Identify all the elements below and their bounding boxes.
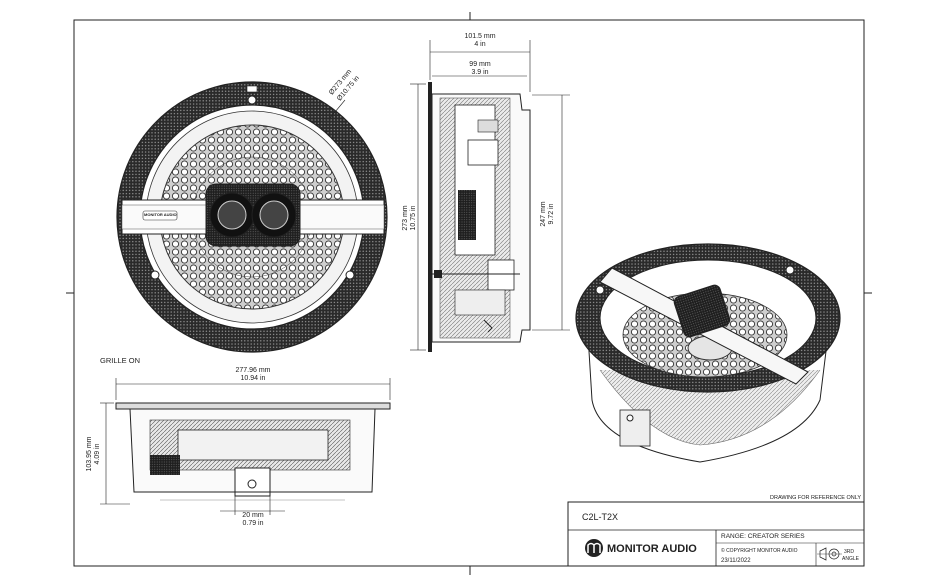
projection-line1: 3RD bbox=[844, 549, 855, 555]
projection-line2: ANGLE bbox=[842, 556, 859, 562]
front-width-in: 10.94 in bbox=[240, 375, 266, 382]
side-height-mm: 273 mm bbox=[402, 205, 409, 231]
side-view bbox=[410, 40, 570, 352]
copyright-label: © COPYRIGHT MONITOR AUDIO bbox=[721, 548, 798, 554]
isometric-view bbox=[575, 243, 841, 463]
reference-note: DRAWING FOR REFERENCE ONLY bbox=[770, 495, 862, 501]
side-cutout-mm: 247 mm bbox=[540, 201, 547, 227]
brand-badge bbox=[142, 210, 178, 221]
model-number: C2L-T2X bbox=[582, 512, 619, 522]
tweeter-pair bbox=[205, 183, 301, 247]
depth-body-mm: 99 mm bbox=[469, 61, 491, 68]
grille-on-label: GRILLE ON bbox=[100, 356, 141, 365]
title-block bbox=[567, 501, 865, 567]
bracket-in: 0.79 in bbox=[242, 520, 264, 527]
front-view bbox=[116, 81, 388, 353]
date-label: 23/11/2022 bbox=[721, 558, 751, 564]
brand-name: MONITOR AUDIO bbox=[607, 543, 697, 555]
brand-badge-text: MONITOR AUDIO bbox=[144, 212, 177, 217]
third-angle-projection-icon bbox=[817, 547, 842, 561]
front-width-mm: 277.96 mm bbox=[235, 367, 271, 374]
depth-body-in: 3.9 in bbox=[471, 69, 489, 76]
depth-total-mm: 101.5 mm bbox=[464, 33, 496, 40]
range-label: RANGE: CREATOR SERIES bbox=[721, 533, 805, 540]
bracket-mm: 20 mm bbox=[242, 512, 264, 519]
side-cutout-in: 9.72 in bbox=[548, 203, 555, 225]
grille-on-view bbox=[100, 378, 391, 515]
side-height-in: 10.75 in bbox=[410, 205, 417, 231]
front-height-in: 4.09 in bbox=[94, 443, 101, 465]
depth-total-in: 4 in bbox=[474, 41, 486, 48]
front-height-mm: 103.95 mm bbox=[86, 436, 93, 472]
